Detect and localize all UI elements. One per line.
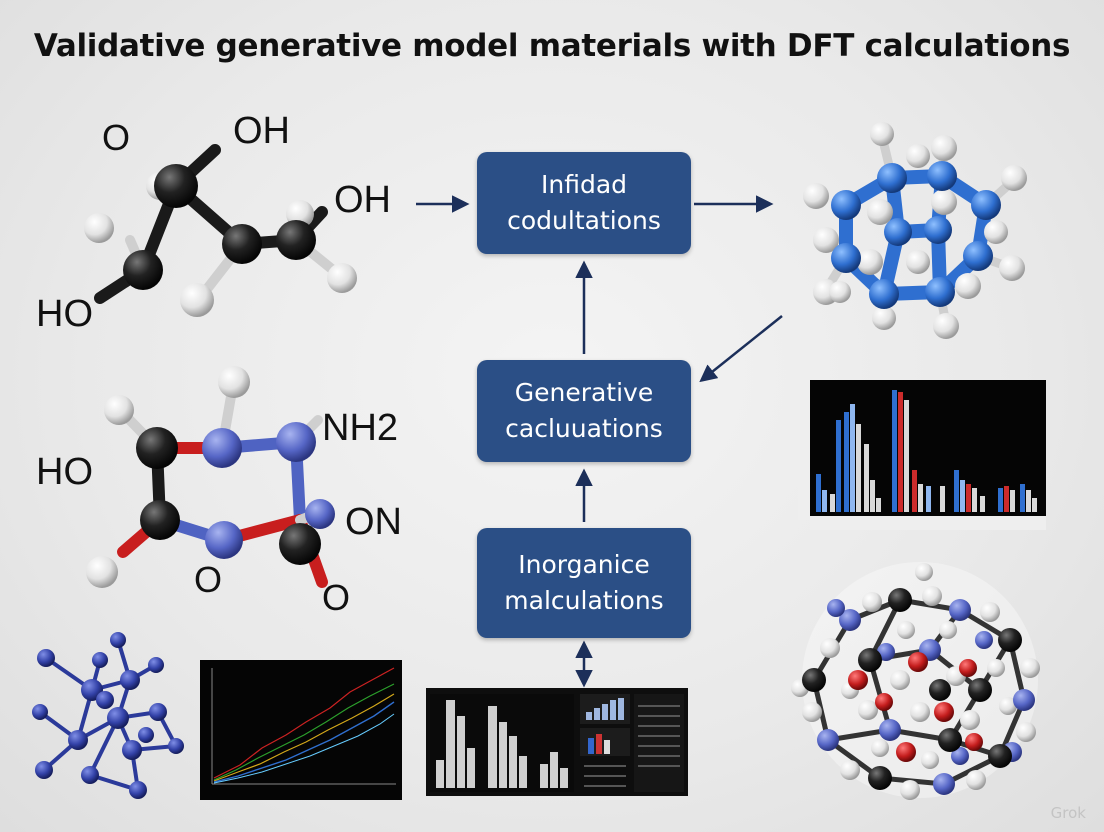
flow-box-middle-line2: cacluuations [505, 414, 663, 443]
flow-arrows [416, 195, 783, 688]
label-on: ON [345, 501, 402, 543]
molecule-middle-left: NH2 HO ON O O [36, 366, 402, 618]
flow-box-middle: Generative cacluuations [477, 360, 691, 462]
bar-chart-dashboard-thumbnail [426, 688, 688, 796]
page-title: Validative generative model materials wi… [33, 28, 1071, 64]
flow-box-top-line2: codultations [507, 206, 661, 235]
label-oh-top: OH [233, 110, 290, 152]
label-o-left: O [194, 559, 222, 600]
label-ho: HO [36, 293, 93, 335]
line-chart-thumbnail [200, 660, 402, 800]
flow-box-bottom: Inorganice malculations [477, 528, 691, 638]
arrow-cage-to-middle-box [699, 315, 783, 383]
molecule-top-left: O OH OH HO [36, 110, 391, 335]
label-oh-right: OH [334, 179, 391, 221]
nanoparticle-cluster [791, 562, 1040, 800]
label-ho-mid: HO [36, 451, 93, 493]
flow-box-top-line1: Infidad [540, 170, 628, 199]
flow-box-middle-line1: Generative [514, 378, 654, 407]
label-nh2: NH2 [322, 407, 398, 449]
label-o-right: O [322, 577, 350, 618]
label-o: O [102, 117, 130, 158]
flow-box-bottom-line2: malculations [504, 586, 664, 615]
cage-molecule-top-right [803, 122, 1027, 339]
flow-box-top: Infidad codultations [477, 152, 691, 254]
flow-box-bottom-line1: Inorganice [518, 550, 650, 579]
bar-chart-right [798, 380, 1046, 530]
crystal-bottom-left [32, 632, 184, 799]
watermark: Grok [1050, 804, 1086, 822]
